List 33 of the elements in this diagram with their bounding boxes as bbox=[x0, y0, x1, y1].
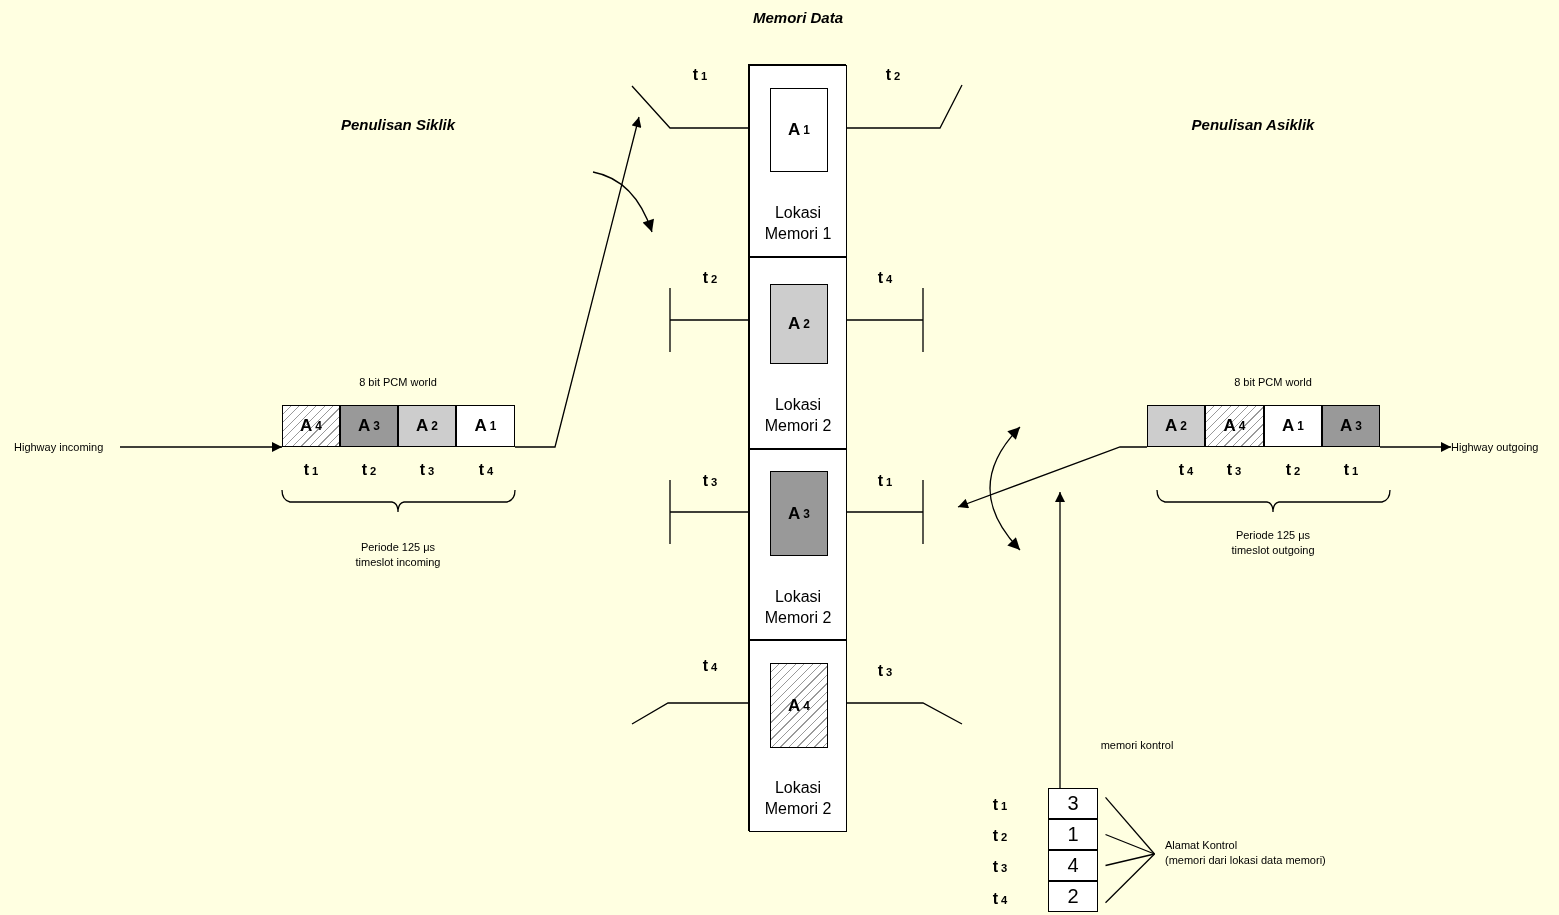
highway-label: Highway outgoing bbox=[1451, 438, 1557, 456]
highway-label: Highway incoming bbox=[14, 438, 120, 456]
column-heading: Memori Data bbox=[752, 9, 844, 26]
memory-location bbox=[749, 449, 847, 640]
memory-location bbox=[749, 65, 847, 257]
control-memory-cell: 3 bbox=[1048, 788, 1098, 819]
leader-line bbox=[1104, 853, 1156, 904]
section-heading: Penulisan Siklik bbox=[339, 116, 457, 133]
leader-line bbox=[1104, 853, 1156, 867]
control-memory-cell: 2 bbox=[1048, 881, 1098, 912]
section-heading: Penulisan Asiklik bbox=[1190, 116, 1316, 133]
leader-line bbox=[1104, 833, 1156, 855]
memory-location bbox=[749, 640, 847, 832]
leader-line bbox=[1104, 796, 1156, 855]
caption-text: memori kontrol bbox=[1099, 738, 1175, 753]
control-memory-cell: 4 bbox=[1048, 850, 1098, 881]
period-caption: Periode 125 μs timeslot incoming bbox=[354, 540, 442, 570]
arrow bbox=[119, 442, 283, 452]
caption-text: 8 bit PCM world bbox=[358, 375, 438, 390]
note-heading: Alamat Kontrol bbox=[1165, 838, 1239, 853]
arrow bbox=[1379, 442, 1452, 452]
arrow bbox=[1055, 491, 1065, 789]
note-text: (memori dari lokasi data memori) bbox=[1165, 853, 1327, 868]
arrow bbox=[514, 116, 642, 448]
location-label: Lokasi Memori 2 bbox=[763, 778, 833, 819]
memory-location bbox=[749, 257, 847, 449]
period-caption: Periode 125 μs timeslot outgoing bbox=[1230, 528, 1316, 558]
location-label: Lokasi Memori 1 bbox=[763, 203, 833, 244]
location-label: Lokasi Memori 2 bbox=[763, 395, 833, 436]
caption-text: 8 bit PCM world bbox=[1233, 375, 1313, 390]
location-label: Lokasi Memori 2 bbox=[763, 587, 833, 628]
arrow bbox=[957, 446, 1148, 509]
control-memory-cell: 1 bbox=[1048, 819, 1098, 850]
